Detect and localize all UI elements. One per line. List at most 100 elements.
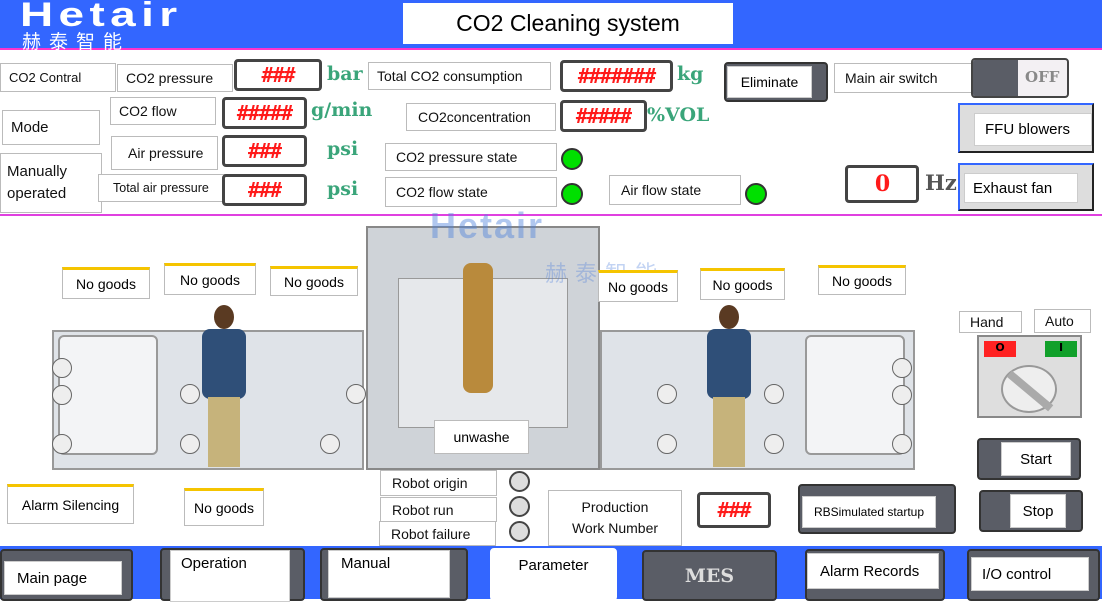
sensor-icon <box>180 434 200 454</box>
co2-pressure-state-label: CO2 pressure state <box>385 143 557 171</box>
selector-knob-icon <box>1001 365 1057 413</box>
rb-simulated-startup-button[interactable]: RBSimulated startup <box>798 484 956 534</box>
eliminate-label: Eliminate <box>727 66 812 98</box>
robot-run-led <box>509 496 530 517</box>
robot-failure-label: Robot failure <box>379 521 496 546</box>
left-cabinet <box>58 335 158 455</box>
goods-status: No goods <box>598 270 678 302</box>
tab-label: Operation <box>170 550 290 602</box>
hand-label: Hand <box>959 311 1022 333</box>
stop-button[interactable]: Stop <box>979 490 1083 532</box>
ffu-blowers-button[interactable]: FFU blowers <box>958 103 1094 153</box>
total-co2-display: ####### <box>560 60 673 92</box>
sensor-icon <box>657 384 677 404</box>
total-air-pressure-display: ### <box>222 174 307 206</box>
tab-operation[interactable]: Operation <box>160 548 305 602</box>
tab-main-page[interactable]: Main page <box>0 549 133 601</box>
sensor-icon <box>657 434 677 454</box>
tab-mes[interactable]: MES <box>642 550 777 601</box>
switch-state: OFF <box>1025 68 1060 86</box>
unwashed-status: unwashe <box>434 420 529 454</box>
logo: Hetair <box>20 0 183 34</box>
logo-subtitle: 赫泰智能 <box>22 31 131 53</box>
co2-flow-state-label: CO2 flow state <box>385 177 557 207</box>
total-air-pressure-label: Total air pressure <box>98 174 231 202</box>
goods-status: No goods <box>164 263 256 295</box>
sensor-icon <box>764 434 784 454</box>
co2-contral-label: CO2 Contral <box>0 63 116 92</box>
tab-label: I/O control <box>971 557 1089 591</box>
sensor-icon <box>52 385 72 405</box>
robot-run-label: Robot run <box>380 497 497 522</box>
sensor-icon <box>320 434 340 454</box>
on-indicator-icon: I <box>1045 341 1077 357</box>
watermark: Hetair <box>430 205 545 246</box>
page-title: CO2 Cleaning system <box>403 3 733 44</box>
tab-label: Parameter <box>492 550 615 580</box>
sensor-icon <box>764 384 784 404</box>
co2-flow-display: ##### <box>222 97 307 129</box>
co2-concentration-display: ##### <box>560 100 647 132</box>
exhaust-fan-label: Exhaust fan <box>964 173 1078 203</box>
mode-label: Mode <box>2 110 100 145</box>
co2-pressure-state-led <box>561 148 583 170</box>
off-indicator-icon: O <box>984 341 1016 357</box>
goods-status: No goods <box>700 268 785 300</box>
total-co2-unit: kg <box>677 63 704 85</box>
mode-value[interactable]: Manually operated <box>0 153 102 213</box>
sensor-icon <box>892 358 912 378</box>
robot-failure-led <box>509 521 530 542</box>
sensor-icon <box>892 434 912 454</box>
goods-status: No goods <box>184 488 264 526</box>
toggle-knob <box>973 60 1018 96</box>
air-flow-state-led <box>745 183 767 205</box>
work-number-label: Production Work Number <box>548 490 682 546</box>
auto-label: Auto <box>1034 309 1091 333</box>
sensor-icon <box>346 384 366 404</box>
robot-origin-label: Robot origin <box>380 470 497 496</box>
section-divider <box>0 214 1102 216</box>
exhaust-fan-button[interactable]: Exhaust fan <box>958 163 1094 211</box>
rb-simulated-startup-label: RBSimulated startup <box>802 496 936 528</box>
sensor-icon <box>52 358 72 378</box>
ffu-blowers-label: FFU blowers <box>974 113 1092 146</box>
main-air-switch-label: Main air switch <box>834 63 974 93</box>
work-number-display: ### <box>697 492 771 528</box>
goods-status: No goods <box>270 266 358 296</box>
co2-pressure-label: CO2 pressure <box>117 64 233 92</box>
main-air-switch-toggle[interactable]: OFF <box>971 58 1069 98</box>
hz-unit: Hz <box>925 170 957 195</box>
co2-concentration-label: CO2concentration <box>406 103 556 131</box>
co2-pressure-unit: bar <box>327 63 363 85</box>
air-flow-state-label: Air flow state <box>609 175 741 205</box>
sensor-icon <box>180 384 200 404</box>
hz-display: 0 <box>845 165 919 203</box>
tab-alarm-records[interactable]: Alarm Records <box>805 549 945 601</box>
tab-label: Alarm Records <box>807 553 939 589</box>
goods-status: No goods <box>818 265 906 295</box>
start-button[interactable]: Start <box>977 438 1081 480</box>
robot-arm <box>463 263 493 393</box>
co2-concentration-unit: %VOL <box>647 104 710 126</box>
total-air-pressure-unit: psi <box>327 178 359 200</box>
air-pressure-label: Air pressure <box>111 136 218 170</box>
alarm-silencing-button[interactable]: Alarm Silencing <box>7 484 134 524</box>
eliminate-button[interactable]: Eliminate <box>724 62 828 102</box>
goods-status: No goods <box>62 267 150 299</box>
tab-label: Manual <box>328 550 450 598</box>
tab-label: Main page <box>4 561 122 595</box>
operator-left <box>200 305 246 475</box>
stop-label: Stop <box>1010 494 1066 528</box>
operator-right <box>705 305 751 475</box>
cleaning-chamber <box>366 226 600 470</box>
hand-auto-selector[interactable]: O I <box>977 335 1082 418</box>
tab-parameter[interactable]: Parameter <box>490 548 617 601</box>
co2-flow-unit: g/min <box>311 99 373 121</box>
tab-manual[interactable]: Manual <box>320 548 468 601</box>
tab-io-control[interactable]: I/O control <box>967 549 1100 601</box>
robot-origin-led <box>509 471 530 492</box>
air-pressure-display: ### <box>222 135 307 167</box>
co2-flow-label: CO2 flow <box>110 97 216 125</box>
sensor-icon <box>892 385 912 405</box>
right-cabinet <box>805 335 905 455</box>
